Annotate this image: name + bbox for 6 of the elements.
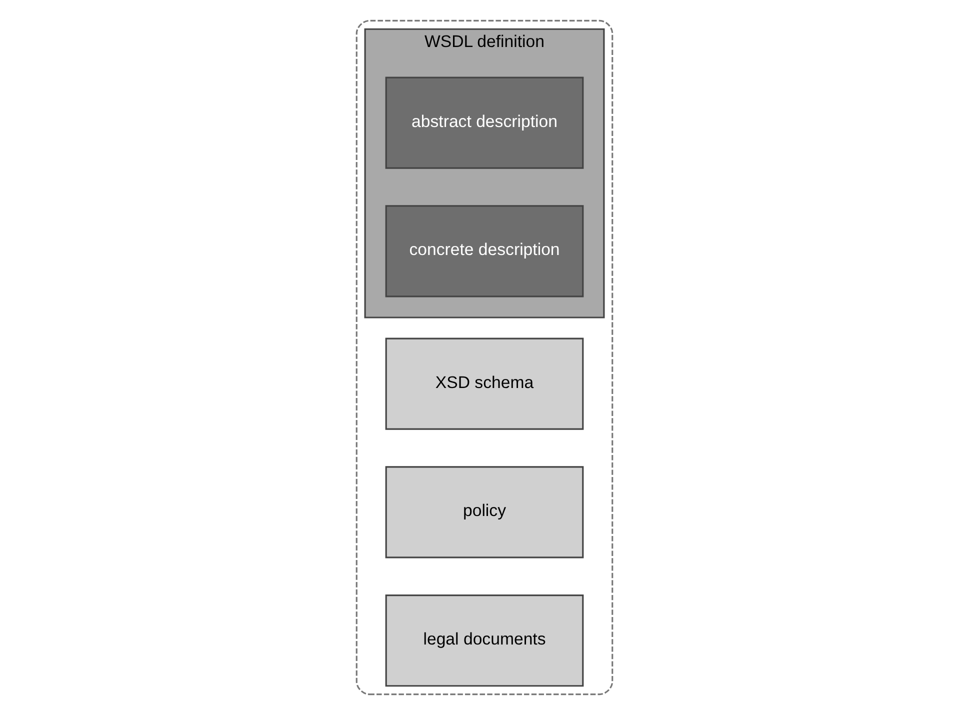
node-box: abstract description <box>385 76 584 169</box>
node-box: legal documents <box>385 594 584 687</box>
node-box: concrete description <box>385 205 584 298</box>
node-box: policy <box>385 466 584 558</box>
cluster <box>356 20 614 696</box>
node-box: XSD schema <box>385 338 584 430</box>
